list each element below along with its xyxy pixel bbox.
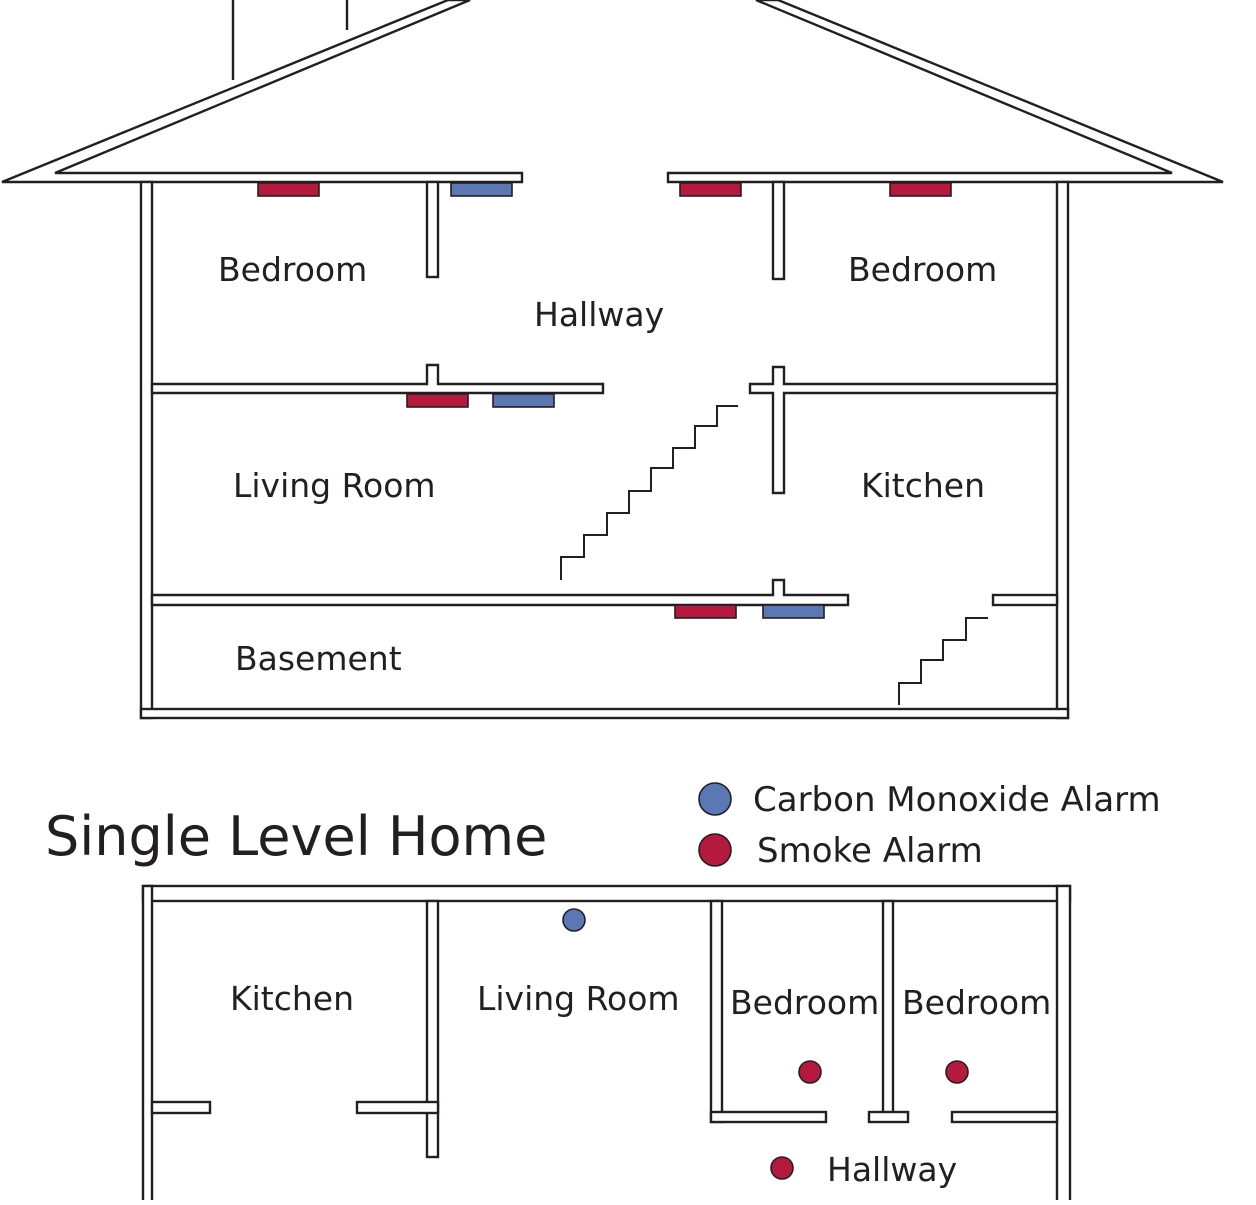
room-label-bedroom-left: Bedroom <box>218 250 367 289</box>
smoke-alarm-icon <box>406 393 469 408</box>
upper-floor-slab <box>150 363 1059 495</box>
room-label-living-room: Living Room <box>477 979 680 1018</box>
chimney <box>231 0 349 80</box>
main-stairs <box>560 405 738 580</box>
smoke-alarm-icon <box>889 182 952 197</box>
smoke-alarm-icon <box>674 604 737 619</box>
multi-level-house: Bedroom Hallway Bedroom Living Room Kitc… <box>1 0 1224 720</box>
single-level-exterior <box>141 884 1072 1205</box>
room-label-hallway: Hallway <box>534 295 664 334</box>
upper-partitions <box>425 180 786 281</box>
co-alarm-icon <box>562 908 586 932</box>
legend-item-co: Carbon Monoxide Alarm <box>698 780 1161 820</box>
room-label-hallway: Hallway <box>827 1150 957 1189</box>
co-alarm-legend-icon <box>698 782 732 816</box>
smoke-alarm-icon <box>257 182 320 197</box>
room-label-kitchen: Kitchen <box>230 979 354 1018</box>
co-alarm-icon <box>450 182 513 197</box>
room-label-bedroom-right: Bedroom <box>848 250 997 289</box>
single-level-partitions <box>150 899 1059 1159</box>
room-label-bedroom-1: Bedroom <box>730 983 879 1022</box>
room-label-bedroom-2: Bedroom <box>902 983 1051 1022</box>
multi-level-room-labels: Bedroom Hallway Bedroom Living Room Kitc… <box>218 250 997 678</box>
basement-stairs <box>898 617 988 705</box>
room-label-living-room: Living Room <box>233 466 436 505</box>
legend-label-smoke: Smoke Alarm <box>757 831 983 871</box>
room-label-basement: Basement <box>235 639 402 678</box>
room-label-kitchen: Kitchen <box>861 466 985 505</box>
roof-right <box>666 0 1224 184</box>
smoke-alarm-legend-icon <box>698 833 732 867</box>
multi-level-alarms <box>257 182 952 619</box>
main-floor-slab <box>150 578 1059 607</box>
smoke-alarm-icon <box>679 182 742 197</box>
co-alarm-icon <box>492 393 555 408</box>
single-level-house: Kitchen Living Room Bedroom Bedroom Hall… <box>141 884 1072 1205</box>
single-level-alarms <box>562 908 969 1180</box>
single-level-room-labels: Kitchen Living Room Bedroom Bedroom Hall… <box>230 979 1051 1189</box>
co-alarm-icon <box>762 604 825 619</box>
roof-left <box>1 0 524 184</box>
single-level-title: Single Level Home <box>45 805 547 868</box>
legend: Carbon Monoxide Alarm Smoke Alarm <box>698 780 1161 871</box>
house-exterior-walls <box>139 180 1070 720</box>
legend-item-smoke: Smoke Alarm <box>698 831 983 871</box>
smoke-alarm-icon <box>798 1060 822 1084</box>
smoke-alarm-icon <box>770 1156 794 1180</box>
smoke-alarm-icon <box>945 1060 969 1084</box>
legend-label-co: Carbon Monoxide Alarm <box>753 780 1161 820</box>
